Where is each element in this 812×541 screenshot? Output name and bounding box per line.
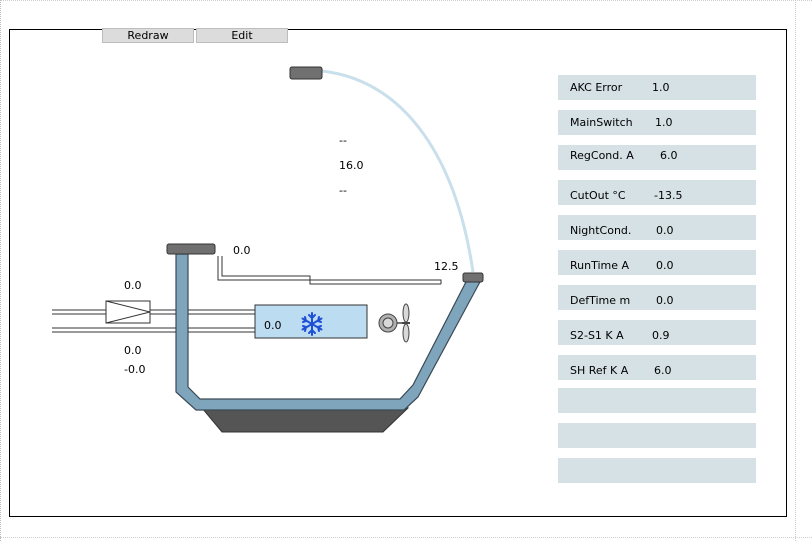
- left-pipe-cap: [166, 243, 216, 255]
- param-row-cutout[interactable]: CutOut °C -13.5: [558, 180, 756, 205]
- top-dash-label: --: [339, 134, 347, 147]
- param-row-empty-2[interactable]: [558, 423, 756, 448]
- param-value: 0.0: [656, 294, 674, 307]
- left-bottom-value: 0.0: [124, 344, 142, 357]
- left-bottom-value-2: -0.0: [124, 363, 146, 376]
- param-name: RunTime A: [570, 259, 630, 272]
- param-row-sh-ref[interactable]: SH Ref K A 6.0: [558, 355, 756, 380]
- param-value: -13.5: [654, 189, 683, 202]
- param-name: DefTime m: [570, 294, 631, 307]
- bottom-dash-label: --: [339, 184, 347, 197]
- right-pipe-cap: [462, 272, 484, 283]
- param-value: 1.0: [652, 81, 670, 94]
- param-row-runtime[interactable]: RunTime A 0.0: [558, 250, 756, 275]
- param-name: CutOut °C: [570, 189, 626, 202]
- page-left-border: [0, 0, 2, 541]
- left-top-value: 0.0: [124, 279, 142, 292]
- param-row-deftime[interactable]: DefTime m 0.0: [558, 285, 756, 310]
- page-top-border: [0, 0, 812, 2]
- right-sensor-value: 12.5: [434, 260, 459, 273]
- param-row-s2-s1[interactable]: S2-S1 K A 0.9: [558, 320, 756, 345]
- sensor-cable: [321, 69, 475, 273]
- param-name: MainSwitch: [570, 116, 633, 129]
- drip-tray: [200, 407, 410, 433]
- param-row-empty-1[interactable]: [558, 388, 756, 413]
- param-value: 6.0: [654, 364, 672, 377]
- suction-line: [217, 256, 442, 284]
- param-value: 0.0: [656, 259, 674, 272]
- param-value: 1.0: [655, 116, 673, 129]
- evaporator-value: 0.0: [264, 319, 282, 332]
- suction-line-inner: [221, 256, 441, 285]
- param-value: 0.9: [652, 329, 670, 342]
- param-row-akc-error[interactable]: AKC Error 1.0: [558, 75, 756, 100]
- fan-icon: [378, 303, 410, 343]
- top-sensor: [289, 66, 323, 80]
- edit-button[interactable]: Edit: [196, 28, 288, 43]
- redraw-button[interactable]: Redraw: [102, 28, 194, 43]
- param-name: SH Ref K A: [570, 364, 629, 377]
- param-value: 6.0: [660, 149, 678, 162]
- center-value-label: 16.0: [339, 159, 364, 172]
- param-row-regcond[interactable]: RegCond. A 6.0: [558, 145, 756, 170]
- param-value: 0.0: [656, 224, 674, 237]
- sensor-top-value: 0.0: [233, 244, 251, 257]
- param-name: NightCond.: [570, 224, 632, 237]
- param-name: RegCond. A: [570, 149, 634, 162]
- page-right-border: [795, 0, 797, 541]
- valve-arrow-icon: [105, 300, 151, 324]
- expansion-valve: [105, 300, 151, 324]
- param-row-empty-3[interactable]: [558, 458, 756, 483]
- page-bottom-border: [0, 537, 812, 539]
- snowflake-icon: [301, 312, 323, 336]
- param-name: AKC Error: [570, 81, 623, 94]
- param-name: S2-S1 K A: [570, 329, 624, 342]
- param-row-mainswitch[interactable]: MainSwitch 1.0: [558, 110, 756, 135]
- param-row-nightcond[interactable]: NightCond. 0.0: [558, 215, 756, 240]
